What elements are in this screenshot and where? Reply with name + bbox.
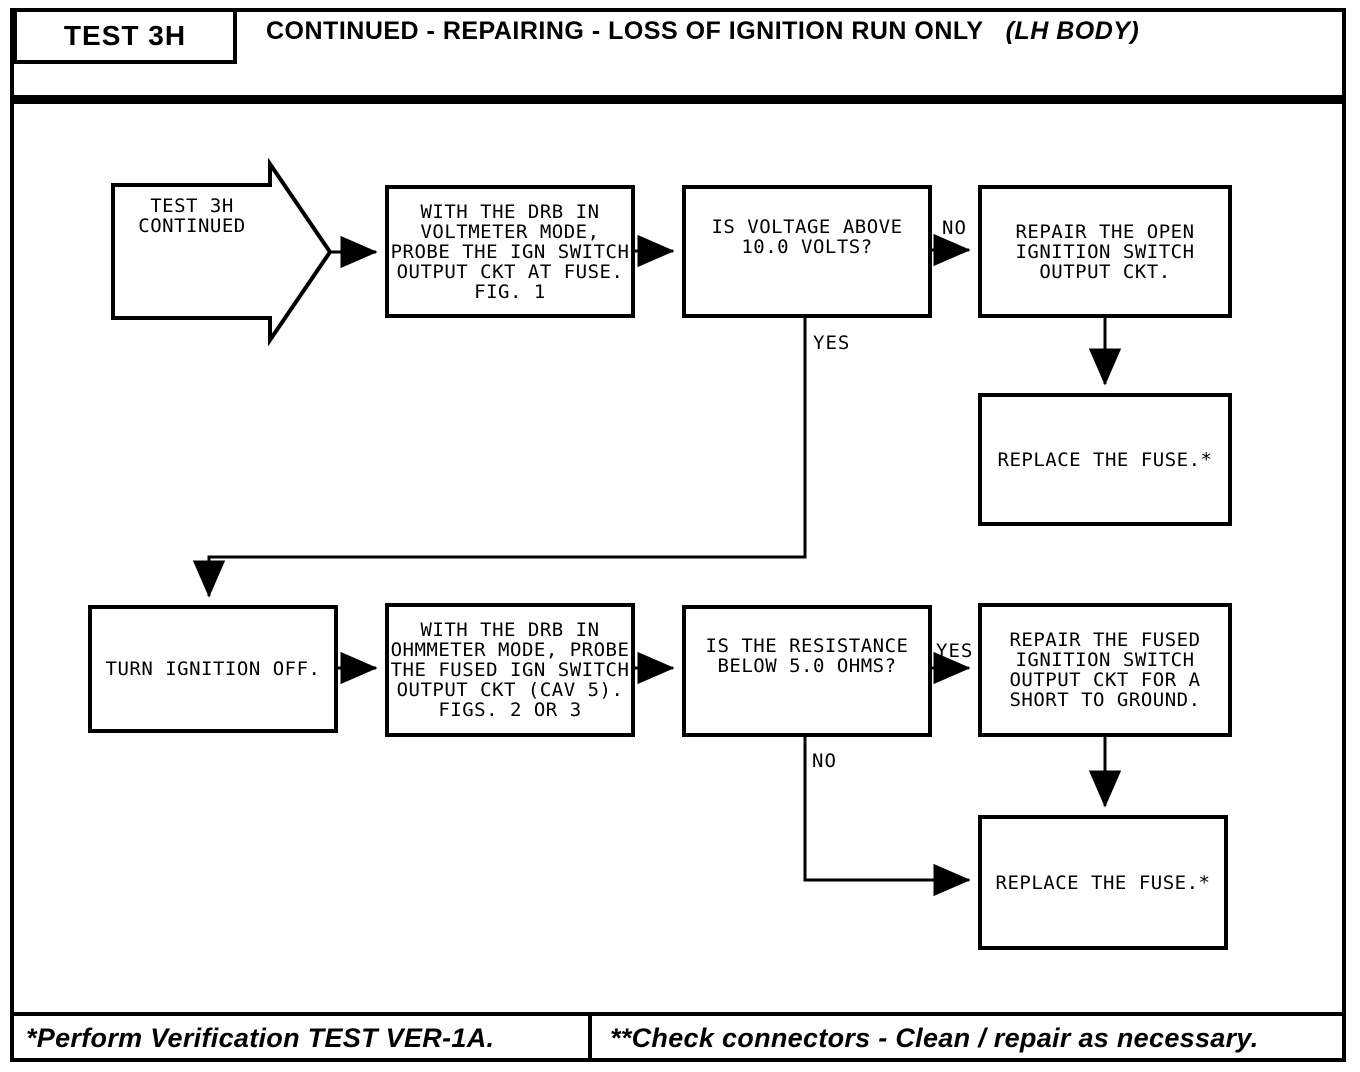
flow-box-probe-voltage: WITH THE DRB IN VOLTMETER MODE, PROBE TH… xyxy=(385,185,635,318)
footer-note-connectors: **Check connectors - Clean / repair as n… xyxy=(610,1023,1259,1053)
flow-box-turn-ignition-off: TURN IGNITION OFF. xyxy=(88,605,338,733)
page-title-text: CONTINUED - REPAIRING - LOSS OF IGNITION… xyxy=(266,17,984,45)
flow-box-replace-fuse-1: REPLACE THE FUSE.* xyxy=(978,393,1232,526)
test-id-box: TEST 3H xyxy=(13,8,237,64)
branch-label-yes-resistance: YES xyxy=(936,640,974,662)
flow-box-replace-fuse-2: REPLACE THE FUSE.* xyxy=(978,815,1228,950)
start-arrow-shape xyxy=(111,157,333,347)
footer-separator-line xyxy=(10,1012,1346,1016)
flow-box-probe-resistance: WITH THE DRB IN OHMMETER MODE, PROBE THE… xyxy=(385,603,635,737)
flow-box-resistance-question: IS THE RESISTANCE BELOW 5.0 OHMS? xyxy=(682,605,932,737)
flow-box-repair-fused-ckt: REPAIR THE FUSED IGNITION SWITCH OUTPUT … xyxy=(978,603,1232,737)
header-separator-bar xyxy=(10,95,1346,104)
branch-label-no-voltage: NO xyxy=(942,217,967,239)
branch-label-yes-voltage: YES xyxy=(813,332,851,354)
page-border xyxy=(10,8,1346,1062)
flow-box-voltage-question: IS VOLTAGE ABOVE 10.0 VOLTS? xyxy=(682,185,932,318)
body-tag-text: (LH BODY) xyxy=(1005,17,1140,45)
connector-resistance-no-to-replace-fuse-2 xyxy=(803,737,971,897)
test-id-label: TEST 3H xyxy=(63,20,187,51)
page-title: CONTINUED - REPAIRING - LOSS OF IGNITION… xyxy=(266,17,1139,46)
connector-voltage-yes-to-ignition-off xyxy=(192,318,807,598)
branch-label-no-resistance: NO xyxy=(812,750,837,772)
footer-note-verification: *Perform Verification TEST VER-1A. xyxy=(26,1023,495,1053)
flow-box-repair-open-ckt: REPAIR THE OPEN IGNITION SWITCH OUTPUT C… xyxy=(978,185,1232,318)
flow-box-start: TEST 3H CONTINUED xyxy=(138,195,246,237)
footer-cell-divider xyxy=(588,1012,592,1062)
